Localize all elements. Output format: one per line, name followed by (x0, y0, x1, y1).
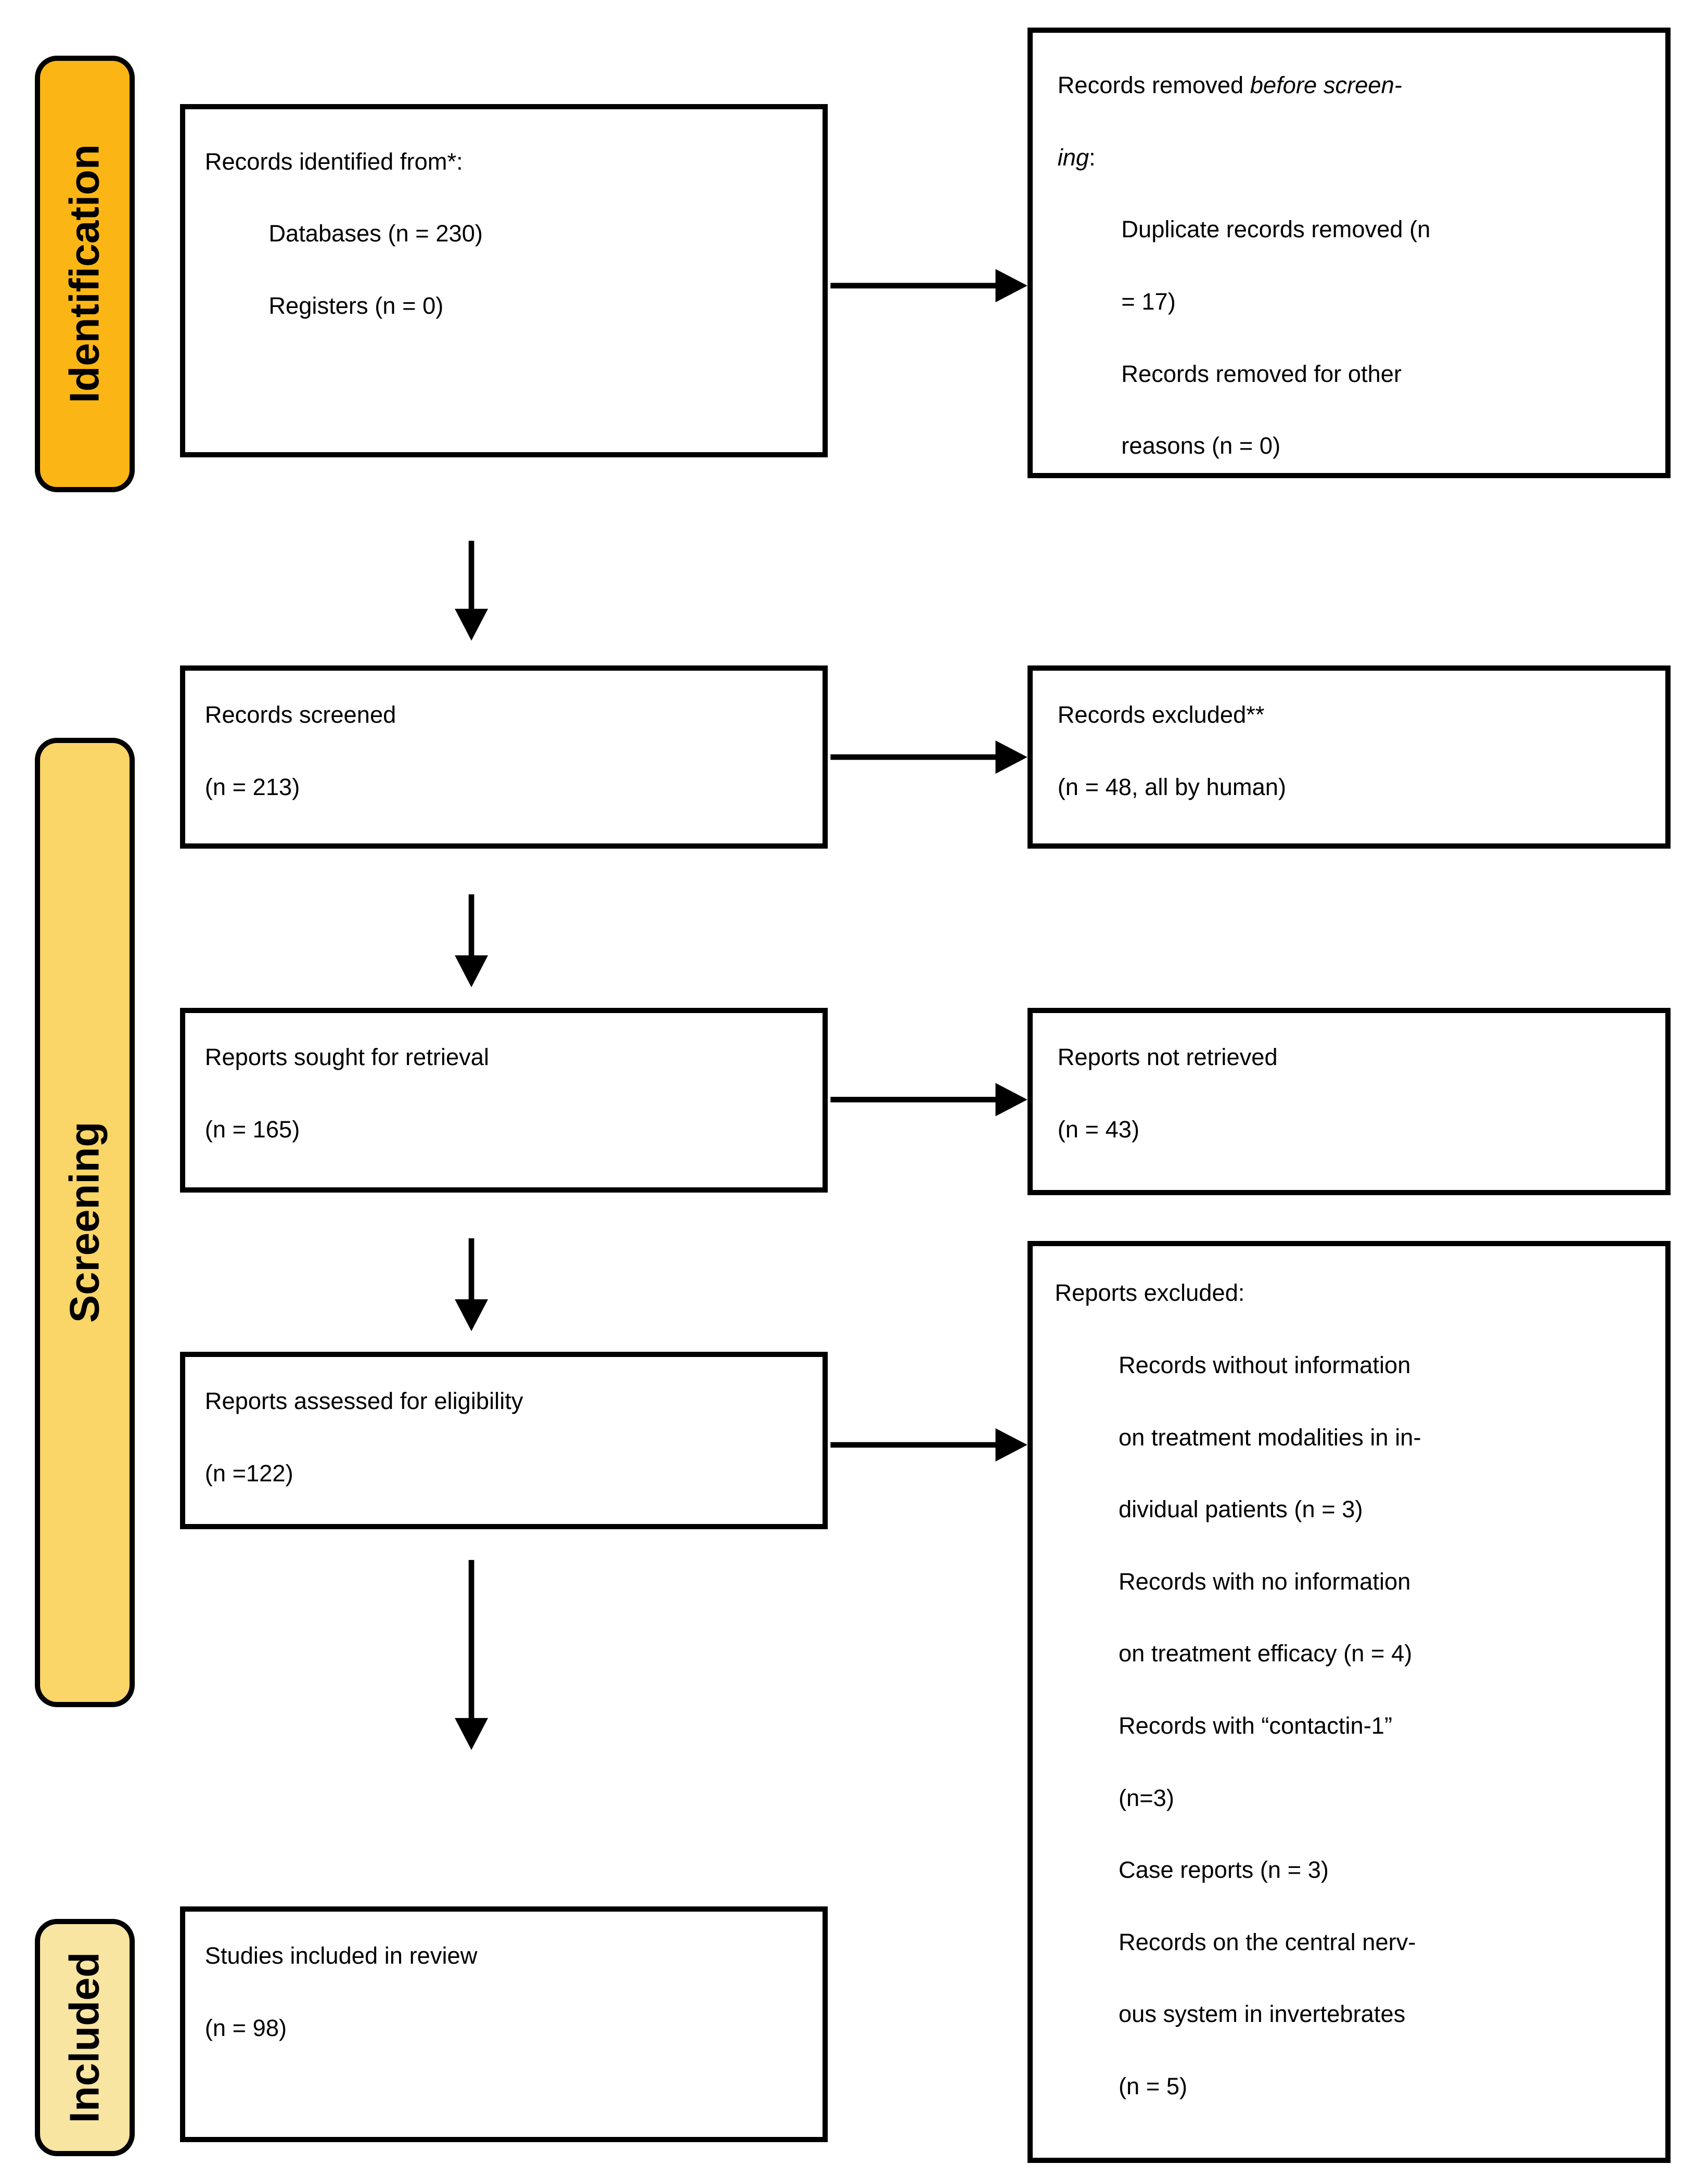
text-line: reasons (n = 0) (1121, 432, 1281, 459)
arrow-sought-to-not-retrieved (830, 1083, 1028, 1117)
box-records-screened: Records screened (n = 213) (180, 665, 828, 849)
text-line: Duplicate records removed (n (1121, 216, 1431, 243)
text-line: Records excluded** (1057, 701, 1265, 728)
box-reports-excluded: Reports excluded: Records without informa… (1027, 1241, 1671, 2163)
arrow-screened-to-excluded (830, 740, 1028, 774)
text-line: on treatment efficacy (n = 4) (1118, 1640, 1412, 1667)
text-line: (n = 43) (1057, 1116, 1140, 1143)
text-line: = 17) (1121, 288, 1176, 315)
text-line: Records removed before screen- (1057, 72, 1402, 99)
text-line: Reports not retrieved (1057, 1044, 1278, 1071)
text-line: Records identified from*: (204, 148, 463, 175)
arrow-screened-to-sought (455, 894, 489, 988)
text-line: Records on the central nerv- (1118, 1928, 1416, 1955)
text-line: Studies included in review (204, 1942, 478, 1969)
text-line: Reports sought for retrieval (204, 1044, 490, 1071)
text-line: ing: (1057, 144, 1096, 171)
text-line: (n = 213) (204, 773, 300, 800)
text-line: (n = 48, all by human) (1057, 773, 1287, 800)
text-line: Records removed for other (1121, 360, 1402, 387)
arrow-assessed-to-studies (455, 1560, 489, 1750)
arrow-sought-to-assessed (455, 1238, 489, 1331)
text-line: Reports excluded: (1055, 1279, 1245, 1307)
box-studies-included-in-review: Studies included in review (n = 98) (180, 1906, 828, 2143)
box-records-identified: Records identified from*: Databases (n = … (180, 104, 828, 458)
stage-label-included-text: Included (61, 1952, 108, 2123)
text-line: (n = 98) (204, 2014, 287, 2041)
text-line: (n = 5) (1118, 2072, 1188, 2099)
text-line: Records with no information (1118, 1568, 1411, 1595)
text-line: ous system in invertebrates (1118, 2001, 1406, 2028)
text-line: (n = 165) (204, 1116, 300, 1143)
stage-label-screening: Screening (34, 737, 135, 1707)
arrow-identified-to-screened (455, 541, 489, 641)
text-line: Records screened (204, 701, 396, 728)
text-line: (n =122) (204, 1459, 293, 1487)
box-records-removed-before-screening: Records removed before screen-ing: Duplic… (1027, 28, 1671, 479)
stage-label-screening-text: Screening (61, 1121, 108, 1323)
box-reports-not-retrieved: Reports not retrieved (n = 43) (1027, 1008, 1671, 1196)
stage-label-identification: Identification (34, 55, 135, 493)
box-records-excluded: Records excluded** (n = 48, all by human) (1027, 665, 1671, 849)
text-line: Reports assessed for eligibility (204, 1388, 523, 1415)
text-line: on treatment modalities in in- (1118, 1424, 1421, 1451)
box-reports-assessed-for-eligibility: Reports assessed for eligibility (n =122) (180, 1352, 828, 1530)
text-line: dividual patients (n = 3) (1118, 1496, 1363, 1523)
text-line: Registers (n = 0) (268, 292, 444, 319)
arrow-assessed-to-reports-excluded (830, 1428, 1028, 1462)
text-line: (n=3) (1118, 1784, 1174, 1811)
stage-label-included: Included (34, 1919, 135, 2157)
text-line: Records without information (1118, 1352, 1411, 1379)
box-reports-sought-for-retrieval: Reports sought for retrieval (n = 165) (180, 1008, 828, 1193)
stage-label-identification-text: Identification (61, 144, 108, 404)
text-line: Case reports (n = 3) (1118, 1856, 1329, 1884)
text-line: Databases (n = 230) (268, 220, 483, 247)
arrow-identified-to-removed (830, 269, 1028, 302)
text-line: Records with “contactin-1” (1118, 1712, 1393, 1739)
